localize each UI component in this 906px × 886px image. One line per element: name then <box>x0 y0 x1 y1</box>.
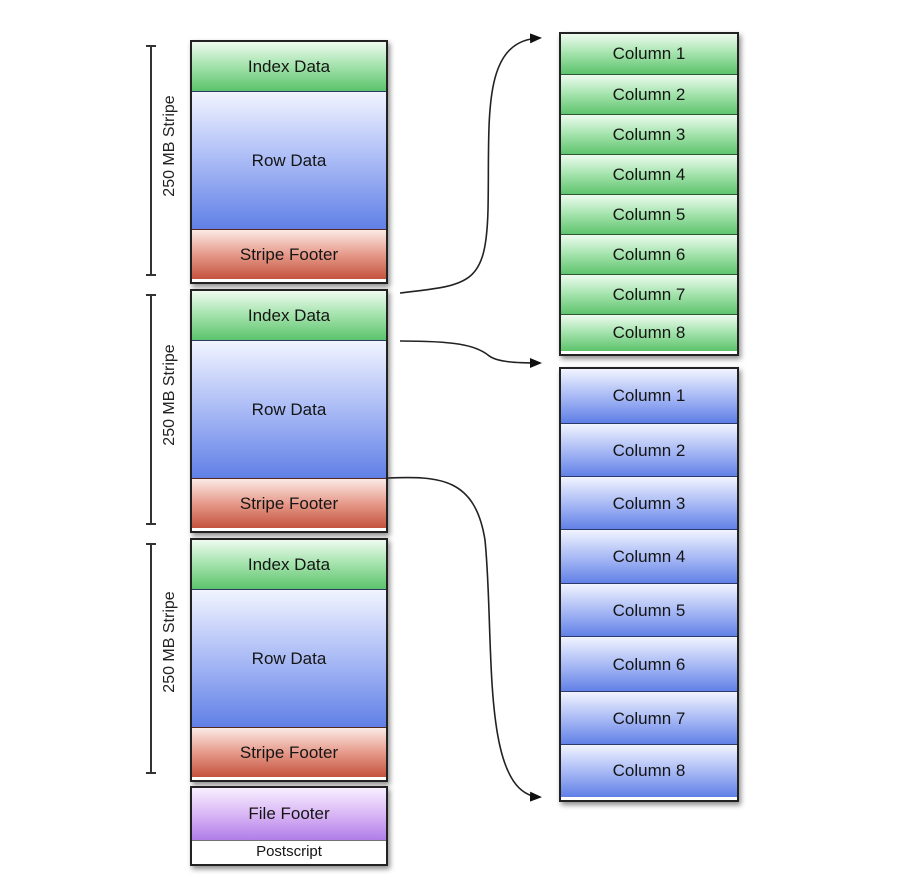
index-data-segment: Index Data <box>192 540 386 589</box>
stripe-2: Index Data Row Data Stripe Footer <box>190 289 388 533</box>
stripe-footer-segment: Stripe Footer <box>192 229 386 279</box>
row-column-4: Column 4 <box>561 529 737 584</box>
index-column-6: Column 6 <box>561 234 737 275</box>
row-to-columns-arrow <box>399 340 542 368</box>
row-data-segment: Row Data <box>192 91 386 230</box>
index-column-2: Column 2 <box>561 74 737 115</box>
index-column-7: Column 7 <box>561 274 737 315</box>
row-column-1: Column 1 <box>561 369 737 423</box>
index-column-3: Column 3 <box>561 114 737 155</box>
stripe-1: Index Data Row Data Stripe Footer <box>190 40 388 284</box>
bracket-tick <box>146 772 156 774</box>
index-column-5: Column 5 <box>561 194 737 235</box>
index-column-4: Column 4 <box>561 154 737 195</box>
stripe-footer-segment: Stripe Footer <box>192 727 386 777</box>
bracket-tick <box>146 523 156 525</box>
postscript-segment: Postscript <box>192 840 386 861</box>
row-column-5: Column 5 <box>561 583 737 637</box>
file-footer-segment: File Footer <box>192 788 386 840</box>
bracket-line <box>150 543 152 774</box>
stripe-3: Index Data Row Data Stripe Footer <box>190 538 388 782</box>
stripe-footer-segment: Stripe Footer <box>192 478 386 528</box>
index-column-8: Column 8 <box>561 314 737 351</box>
row-column-3: Column 3 <box>561 476 737 530</box>
row-data-segment: Row Data <box>192 589 386 728</box>
file-tail: File Footer Postscript <box>190 786 388 866</box>
bracket-line <box>150 45 152 276</box>
row-column-8: Column 8 <box>561 744 737 797</box>
index-to-columns-arrow <box>399 33 542 294</box>
row-column-2: Column 2 <box>561 423 737 477</box>
row-column-6: Column 6 <box>561 636 737 692</box>
row-data-segment: Row Data <box>192 340 386 479</box>
index-column-1: Column 1 <box>561 34 737 74</box>
index-column-stack: Column 1 Column 2 Column 3 Column 4 Colu… <box>559 32 739 356</box>
bracket-line <box>150 294 152 525</box>
footer-to-columns-arrow <box>387 476 542 802</box>
row-column-7: Column 7 <box>561 691 737 745</box>
row-column-stack: Column 1 Column 2 Column 3 Column 4 Colu… <box>559 367 739 802</box>
bracket-tick <box>146 274 156 276</box>
index-data-segment: Index Data <box>192 291 386 340</box>
index-data-segment: Index Data <box>192 42 386 91</box>
